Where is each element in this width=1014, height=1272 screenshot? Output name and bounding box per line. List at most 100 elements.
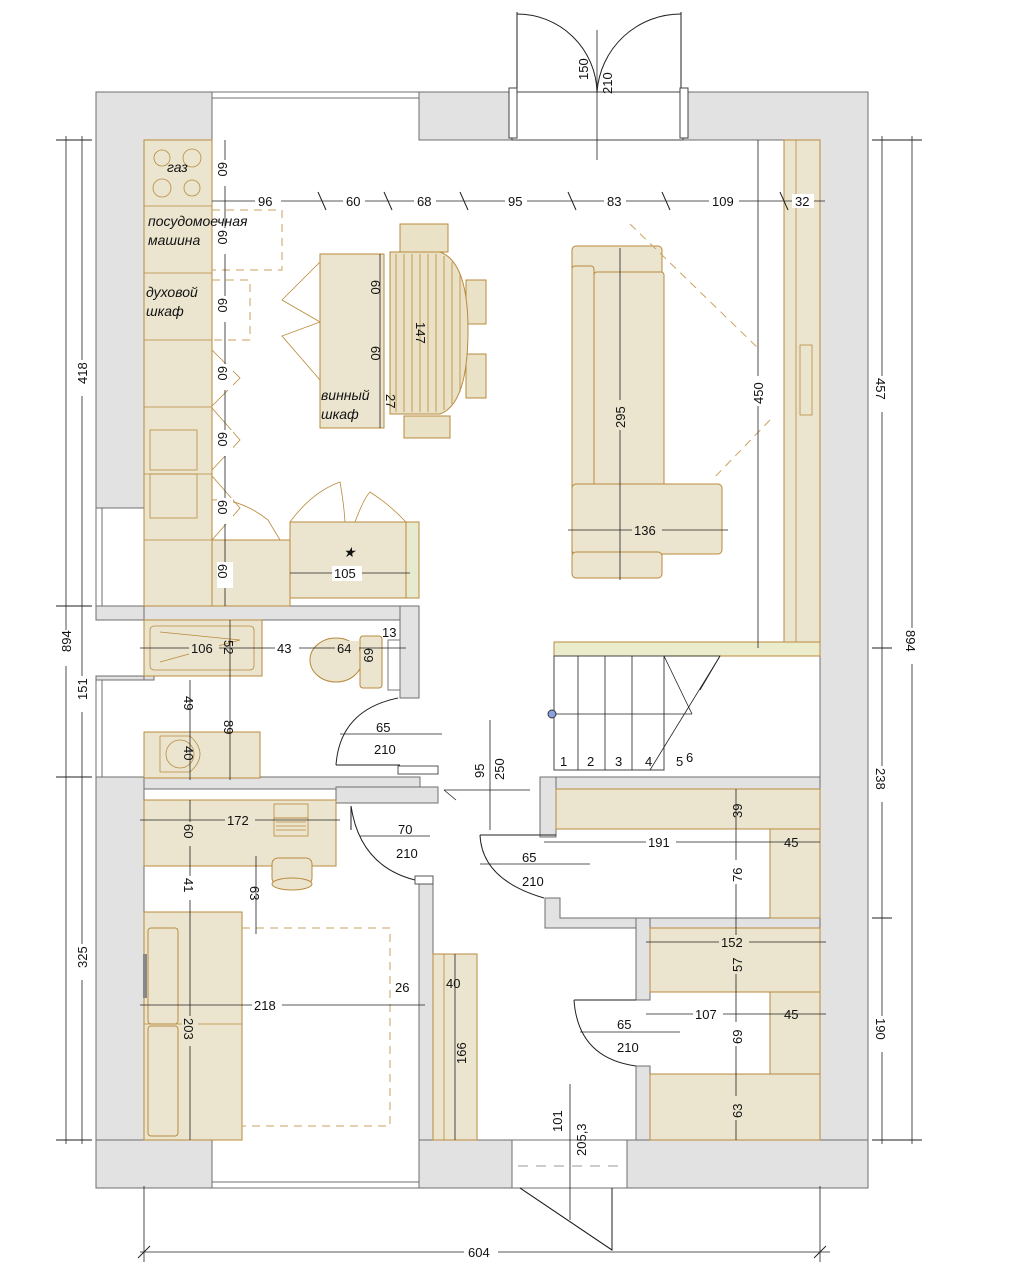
label-dishwasher-1: посудомоечная bbox=[148, 213, 248, 229]
dim-desk-63: 63 bbox=[247, 886, 262, 900]
laptop-icon bbox=[273, 803, 309, 837]
dim-kitchen-60-1: 60 bbox=[215, 162, 230, 176]
bath-sink-counter bbox=[143, 731, 261, 779]
dim-right-894: 894 bbox=[903, 630, 918, 652]
desk-chair-icon bbox=[271, 857, 313, 891]
bedroom-door-height: 210 bbox=[396, 846, 418, 861]
dim-kitchen-60-4: 60 bbox=[215, 366, 230, 380]
dim-kitchen-60-3: 60 bbox=[215, 298, 230, 312]
dim-bed-26: 26 bbox=[395, 980, 409, 995]
dining-table bbox=[389, 251, 469, 415]
interior-walls bbox=[143, 605, 821, 1141]
sofa-chaise bbox=[571, 483, 723, 555]
wall-closet-mid bbox=[544, 897, 641, 929]
dim-table-147: 147 bbox=[413, 322, 428, 344]
stair-step-3: 3 bbox=[615, 754, 622, 769]
staircase: 1 2 3 4 5 6 bbox=[547, 655, 721, 771]
dim-bath-43: 43 bbox=[277, 641, 291, 656]
dim-closet-39: 39 bbox=[730, 804, 745, 818]
bedroom-door: 70 210 bbox=[350, 805, 434, 885]
balcony-doors: 150 210 bbox=[508, 12, 689, 160]
dim-sink-49: 49 bbox=[181, 696, 196, 710]
wall-bath-bedroom bbox=[143, 776, 421, 790]
dim-sink-89: 89 bbox=[221, 720, 236, 734]
dim-right-238: 238 bbox=[873, 768, 888, 790]
closet-top-side bbox=[769, 828, 821, 919]
hall-door-height: 210 bbox=[522, 874, 544, 889]
dim-left-418: 418 bbox=[75, 362, 90, 384]
wall-kitchen-bath bbox=[143, 605, 420, 621]
bedroom bbox=[143, 799, 478, 1141]
tall-shelf bbox=[783, 139, 821, 649]
dim-closet-76: 76 bbox=[730, 868, 745, 882]
dim-closet-191: 191 bbox=[648, 835, 670, 850]
dim-top-68: 68 bbox=[417, 194, 431, 209]
dim-desk-60: 60 bbox=[181, 824, 196, 838]
label-oven-2: шкаф bbox=[146, 303, 184, 319]
sofa-seat bbox=[593, 271, 665, 487]
living-area bbox=[553, 139, 821, 657]
chair-bottom bbox=[403, 415, 451, 439]
wall-left-lower bbox=[95, 605, 145, 621]
wall-bath-right bbox=[399, 605, 420, 699]
outer-walls bbox=[95, 91, 869, 1189]
wall-closet-top bbox=[539, 776, 821, 790]
entry-dim-101: 101 bbox=[550, 1110, 565, 1132]
wall-bottom-mid bbox=[418, 1139, 513, 1189]
dim-sink-40: 40 bbox=[181, 746, 196, 760]
dim-unit-105: 105 bbox=[334, 566, 356, 581]
label-oven-1: духовой bbox=[146, 284, 198, 300]
dim-desk-172: 172 bbox=[227, 813, 249, 828]
dim-overall-width: 604 bbox=[468, 1245, 490, 1260]
dim-top-60: 60 bbox=[346, 194, 360, 209]
dim-bath-106: 106 bbox=[191, 641, 213, 656]
closet-door-height: 210 bbox=[617, 1040, 639, 1055]
closet-door: 65 210 bbox=[573, 999, 680, 1067]
dim-right-450: 450 bbox=[751, 382, 766, 404]
wall-closet2-left-lower bbox=[635, 1065, 651, 1141]
svg-text:★: ★ bbox=[343, 544, 357, 560]
wall-bottom-left bbox=[95, 1139, 213, 1189]
label-wine-1: винный bbox=[321, 387, 370, 403]
dim-top-96: 96 bbox=[258, 194, 272, 209]
bedroom-door-width: 70 bbox=[398, 822, 412, 837]
dim-sofa-136: 136 bbox=[634, 523, 656, 538]
hall-dim-95: 95 bbox=[472, 764, 487, 778]
wall-left-bottom bbox=[95, 776, 145, 1189]
dim-left-325: 325 bbox=[75, 946, 90, 968]
kitchen: газ посудомоечная машина духовой шкаф ★ bbox=[143, 139, 420, 607]
dim-closet-45-a: 45 bbox=[784, 835, 798, 850]
bath-door-height: 210 bbox=[374, 742, 396, 757]
dim-closet-152: 152 bbox=[721, 935, 743, 950]
dim-bed-203: 203 bbox=[181, 1018, 196, 1040]
kitchen-counter bbox=[143, 139, 213, 607]
label-dishwasher-2: машина bbox=[148, 232, 200, 248]
balcony-dim-210: 210 bbox=[600, 72, 615, 94]
chair-right-1 bbox=[465, 279, 487, 325]
dim-kitchen-60-6: 60 bbox=[215, 500, 230, 514]
dim-right-190: 190 bbox=[873, 1018, 888, 1040]
dim-closet-63: 63 bbox=[730, 1104, 745, 1118]
dim-closet-45-b: 45 bbox=[784, 1007, 798, 1022]
balcony-dim-150: 150 bbox=[576, 58, 591, 80]
stair-step-1: 1 bbox=[560, 754, 567, 769]
sideboard bbox=[289, 521, 407, 599]
wall-bedroom-right bbox=[418, 877, 434, 1141]
dim-closet-107: 107 bbox=[695, 1007, 717, 1022]
dim-closet-69: 69 bbox=[730, 1030, 745, 1044]
dim-top-109: 109 bbox=[712, 194, 734, 209]
stair-step-2: 2 bbox=[587, 754, 594, 769]
hall-dim-250: 250 bbox=[492, 758, 507, 780]
dim-wc-69: 69 bbox=[361, 648, 376, 662]
bath-door: 65 210 bbox=[335, 697, 442, 775]
closets bbox=[555, 788, 821, 1141]
closet-top bbox=[555, 788, 821, 830]
dim-top-83: 83 bbox=[607, 194, 621, 209]
wall-bedroom-top bbox=[335, 786, 439, 804]
entry-door: 101 205,3 bbox=[519, 1084, 613, 1251]
chair-top bbox=[399, 223, 449, 253]
stair-rail bbox=[553, 641, 821, 657]
stair-step-4: 4 bbox=[645, 754, 652, 769]
